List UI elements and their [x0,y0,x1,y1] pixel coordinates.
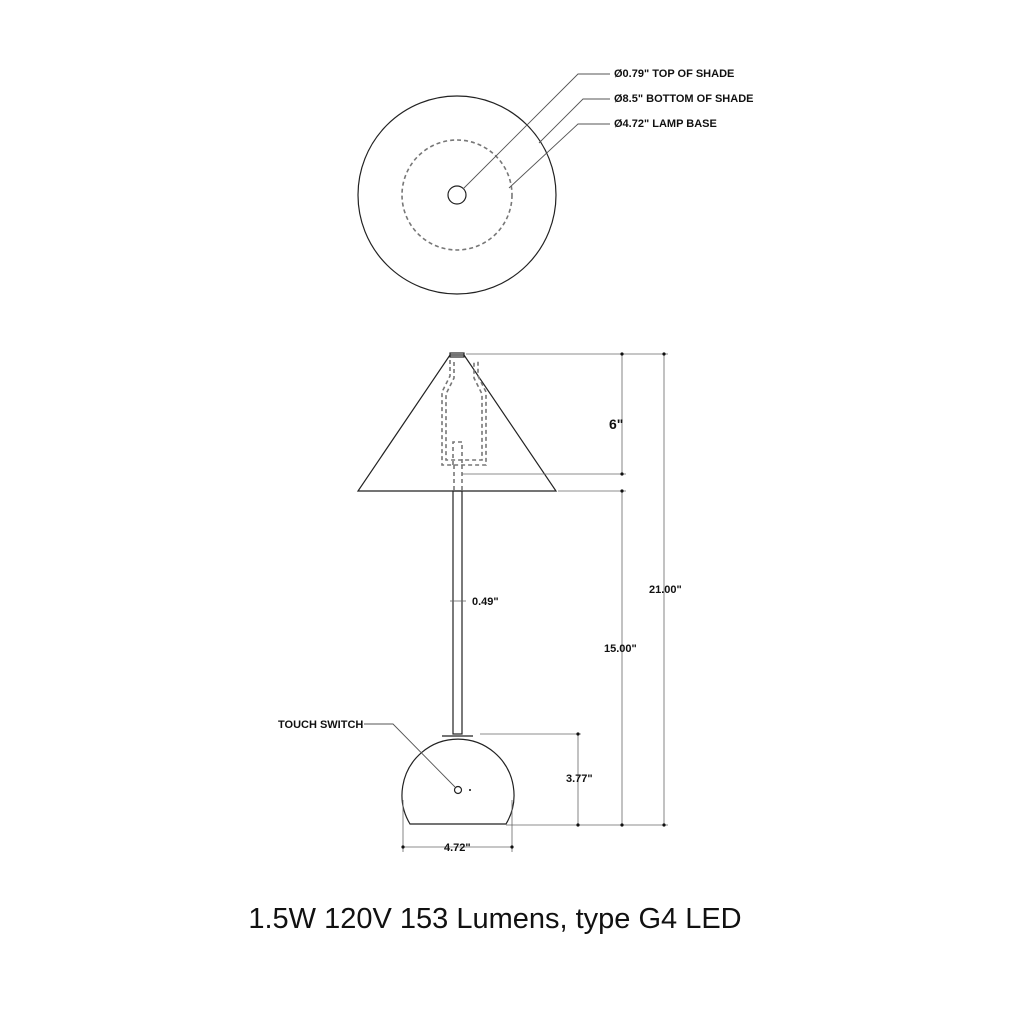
touch-switch-point [453,785,463,795]
dim-dot [510,845,514,849]
dim-dot [620,352,624,356]
base-sphere [401,738,515,825]
stem [452,490,463,735]
shade-bottom-circle [357,95,557,295]
label-stem-diameter: 0.49" [472,596,499,608]
leader-top-of-shade [462,73,610,190]
top-view: Ø0.79" TOP OF SHADE Ø8.5" BOTTOM OF SHAD… [357,68,753,295]
g4-pin-hidden [452,441,463,491]
dim-dot [620,472,624,476]
label-stem-height: 15.00" [604,643,637,655]
label-lamp-base: Ø4.72" LAMP BASE [614,118,717,130]
dim-dot [620,823,624,827]
bulb-inner-hidden [445,362,483,461]
shade-top-cap [449,352,465,358]
touch-switch-dot [469,789,471,791]
spec-caption: 1.5W 120V 153 Lumens, type G4 LED [248,903,742,935]
dim-dot [662,823,666,827]
label-touch-switch: TOUCH SWITCH [278,719,363,731]
dim-dot [662,352,666,356]
label-shade-height: 6" [609,416,623,432]
bulb-socket-hidden [441,360,487,466]
lamp-base-circle [401,139,513,251]
side-view: TOUCH SWITCH 0.49" 6" 15.00" 21.00" 3.7 [278,352,682,854]
shade-outline [356,354,558,492]
label-top-of-shade: Ø0.79" TOP OF SHADE [614,68,734,80]
leader-touch-switch [364,723,456,788]
label-total-height: 21.00" [649,584,682,596]
leader-bottom-of-shade [538,98,610,144]
dim-dot [576,823,580,827]
shade-top-circle [447,185,467,205]
leader-lamp-base [508,123,610,189]
label-base-width: 4.72" [444,842,471,854]
label-bottom-of-shade: Ø8.5" BOTTOM OF SHADE [614,93,753,105]
dim-dot [401,845,405,849]
dim-dot [620,489,624,493]
dim-dot [576,732,580,736]
label-base-height: 3.77" [566,773,593,785]
